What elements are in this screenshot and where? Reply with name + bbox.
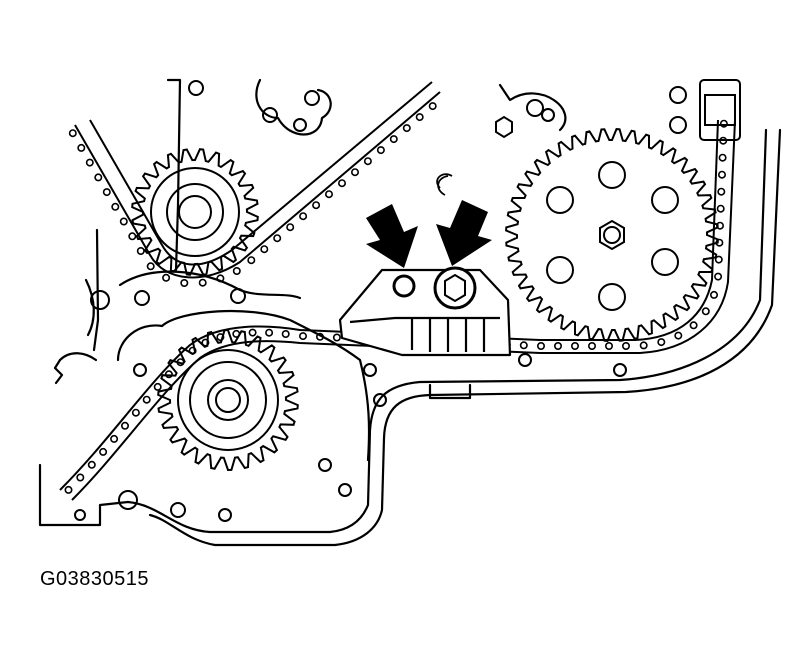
chain-roller [689,321,698,330]
chain-roller [604,341,613,350]
chain-roller [299,212,308,221]
chain-roller [216,274,225,283]
chain-roller [389,135,398,144]
crankshaft-sprocket [157,328,299,472]
chain-roller [587,341,596,350]
chain-roller [216,333,225,342]
chain-roller [332,333,341,342]
chain-roller [77,143,86,152]
chain-roller [146,262,155,271]
chain-roller [719,119,728,128]
chain-roller [716,204,725,213]
chain-roller [714,272,723,281]
chain-roller [265,328,274,337]
chain-roller [337,179,346,188]
chain-roller [110,434,119,443]
chain-roller [701,307,710,316]
chain-roller [674,331,683,340]
chain-roller [198,278,207,287]
chain-roller [85,158,94,167]
chain-roller [162,273,171,282]
chain-roller [312,201,321,210]
chain-roller [428,102,437,111]
chain-roller [286,223,295,232]
figure-code: G03830515 [40,568,150,590]
chain-roller [142,395,151,404]
chain-roller [128,232,137,241]
chain-roller [350,168,359,177]
chain-roller [260,245,269,254]
chain-roller [298,332,307,341]
chain-roller [64,485,73,494]
chain-roller [273,234,282,243]
chain-roller [553,341,562,350]
chain-roller [519,341,528,350]
chain-roller [102,188,111,197]
chain-roller [717,187,726,196]
chain-roller [281,329,290,338]
chain-roller [536,341,545,350]
upper-left-sprocket [131,148,259,276]
chain-roller [153,382,162,391]
chain-roller [363,157,372,166]
chain-roller [68,129,77,138]
chain-roller [164,370,173,379]
small-bolts [74,80,627,522]
locating-arrow-left [366,204,418,268]
chain-roller [87,460,96,469]
chain-roller [402,124,411,133]
chain-roller [247,256,256,265]
chain-roller [119,217,128,226]
chain-tensioner [338,268,512,357]
chain-roller [324,190,333,199]
chain-roller [376,146,385,155]
camshaft-sprocket [505,128,719,342]
chain-roller [717,170,726,179]
timing-cover-outline [38,78,782,547]
chain-roller [111,202,120,211]
chain-roller [570,341,579,350]
chain-roller [121,421,130,430]
chain-roller [415,113,424,122]
tensioner-pin [392,274,416,298]
tensioner-mount-bolt [433,266,477,310]
chain-roller [718,153,727,162]
chain-roller [76,473,85,482]
chain-roller [709,290,718,299]
chain-roller [94,173,103,182]
swirl-marks [436,173,453,196]
chain-roller [621,341,630,350]
chain-roller [657,338,666,347]
chain-roller [180,278,189,287]
chain-roller [248,328,257,337]
chain-roller [136,247,145,256]
chain-roller [232,266,241,275]
upper-bracket [495,79,741,141]
locating-arrow-right [436,200,492,266]
chain-roller [315,332,324,341]
chain-roller [714,255,723,264]
chain-roller [99,447,108,456]
chain-roller [639,341,648,350]
chain-roller [131,408,140,417]
